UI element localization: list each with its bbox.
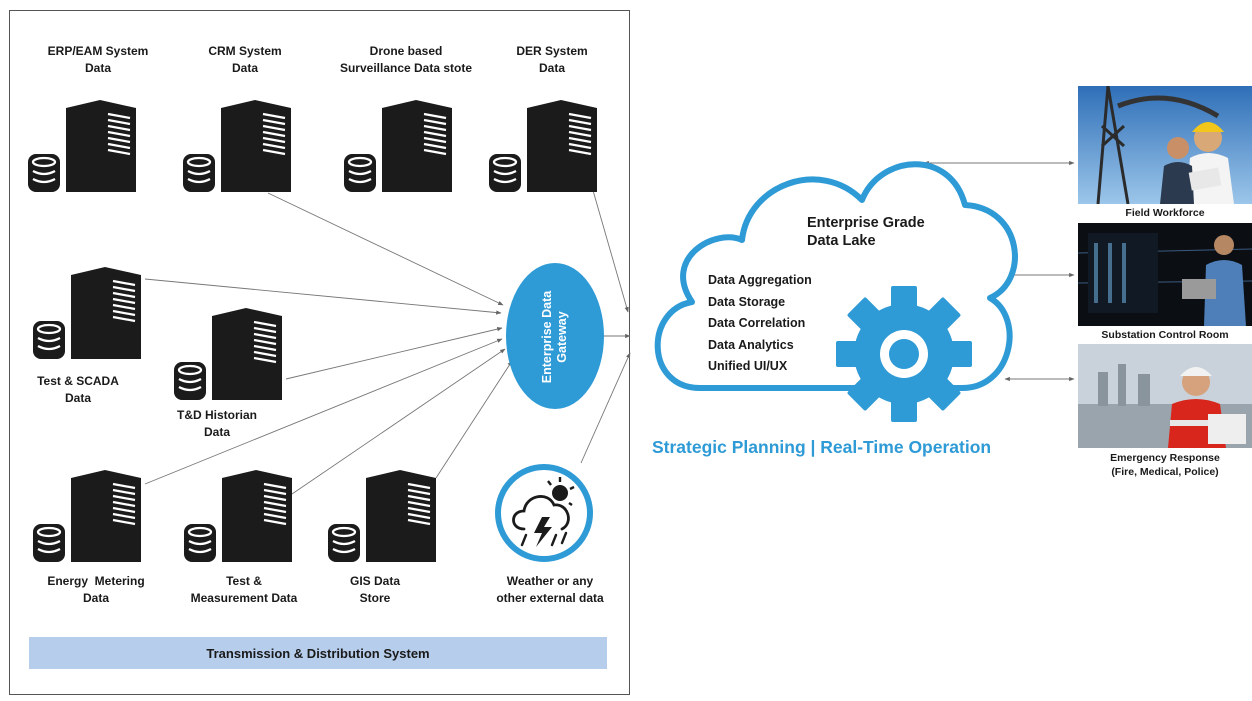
server-icon bbox=[328, 470, 436, 562]
database-icon bbox=[33, 321, 65, 359]
server-icon bbox=[344, 100, 452, 192]
server-icon bbox=[28, 100, 136, 192]
arrow-der-lake bbox=[591, 186, 629, 313]
tnd-banner: Transmission & Distribution System bbox=[29, 637, 607, 669]
tagline: Strategic Planning | Real-Time Operation bbox=[652, 437, 992, 457]
historian-label: T&D Historian Data bbox=[176, 408, 258, 439]
gateway-ellipse bbox=[506, 263, 604, 409]
server-icon bbox=[184, 470, 292, 562]
capability-item: Data Aggregation bbox=[708, 273, 812, 287]
tnd-system-frame bbox=[9, 10, 630, 695]
arrow-gis-gateway bbox=[435, 360, 513, 479]
gateway-node: Enterprise Data Gateway bbox=[515, 282, 595, 392]
arrow-crm-gateway bbox=[267, 192, 504, 306]
emergency-photo bbox=[1078, 344, 1252, 448]
capability-item: Data Storage bbox=[708, 294, 786, 309]
server-icon bbox=[33, 267, 141, 359]
server-icon bbox=[174, 308, 282, 400]
database-icon bbox=[328, 524, 360, 562]
field-workforce-photo bbox=[1078, 86, 1252, 204]
database-icon bbox=[33, 524, 65, 562]
arrow-scada-gateway bbox=[144, 278, 502, 315]
server-icon bbox=[489, 100, 597, 192]
database-icon bbox=[489, 154, 521, 192]
capability-item: Data Correlation bbox=[708, 316, 806, 330]
database-icon bbox=[184, 524, 216, 562]
capability-item: Unified UI/UX bbox=[708, 359, 788, 373]
database-icon bbox=[28, 154, 60, 192]
gateway-label: Enterprise Data Gateway bbox=[540, 290, 569, 384]
server-icon bbox=[33, 470, 141, 562]
substation-caption: Substation Control Room bbox=[1101, 329, 1229, 341]
measurement-label: Test & Measurement Data bbox=[190, 574, 298, 605]
arrow-historian-gateway bbox=[285, 327, 503, 380]
capability-item: Data Analytics bbox=[708, 337, 794, 352]
arrow-weather-lake bbox=[580, 352, 631, 464]
arrow-metering-gateway bbox=[144, 338, 503, 485]
data-lake-capabilities: Data Aggregation Data Storage Data Corre… bbox=[708, 270, 812, 378]
crm-label: CRM System Data bbox=[208, 44, 282, 75]
server-icon bbox=[183, 100, 291, 192]
scada-label: Test & SCADA Data bbox=[37, 374, 119, 405]
database-icon bbox=[183, 154, 215, 192]
erp-label: ERP/EAM System Data bbox=[47, 44, 149, 75]
gis-label: GIS Data Store bbox=[349, 574, 401, 605]
drone-label: Drone based Surveillance Data stote bbox=[339, 44, 473, 75]
field-workforce-caption: Field Workforce bbox=[1125, 207, 1205, 219]
weather-icon bbox=[495, 464, 593, 562]
metering-label: Energy Metering Data bbox=[47, 574, 145, 605]
data-lake-title: Enterprise Grade Data Lake bbox=[807, 215, 925, 249]
arrow-measurement-gateway bbox=[291, 348, 506, 495]
database-icon bbox=[344, 154, 376, 192]
weather-label: Weather or any other external data bbox=[496, 574, 604, 605]
der-label: DER System Data bbox=[516, 44, 588, 75]
gear-icon bbox=[836, 286, 972, 422]
database-icon bbox=[174, 362, 206, 400]
emergency-caption: Emergency Response (Fire, Medical, Polic… bbox=[1110, 452, 1220, 478]
substation-photo bbox=[1078, 223, 1252, 326]
